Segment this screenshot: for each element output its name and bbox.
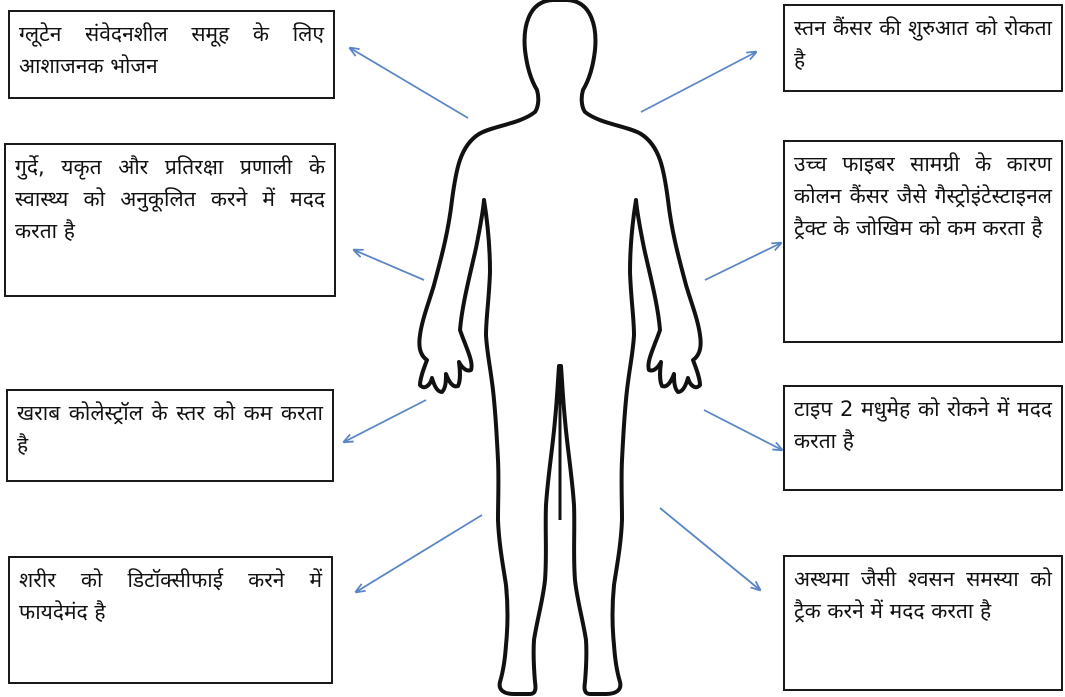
benefit-box-kidney-liver-immune: गुर्दे, यकृत और प्रतिरक्षा प्रणाली के स्…: [4, 143, 336, 297]
benefit-box-breast-cancer: स्तन कैंसर की शुरुआत को रोकता है: [783, 4, 1063, 92]
arrow-icon: [344, 400, 426, 442]
arrow-icon: [705, 243, 781, 280]
arrow-icon: [350, 48, 468, 118]
benefit-box-gluten: ग्लूटेन संवेदनशील समूह के लिए आशाजनक भोज…: [8, 10, 335, 99]
arrow-icon: [356, 515, 482, 592]
arrow-icon: [354, 250, 424, 280]
benefit-box-detox: शरीर को डिटॉक्सीफाई करने में फायदेमंद है: [8, 556, 333, 684]
arrow-icon: [704, 410, 782, 450]
benefit-box-cholesterol: खराब कोलेस्ट्रॉल के स्तर को कम करता है: [6, 389, 334, 482]
benefit-box-asthma: अस्थमा जैसी श्वसन समस्या को ट्रैक करने म…: [783, 555, 1063, 691]
arrow-icon: [660, 508, 760, 590]
arrow-icon: [641, 52, 756, 112]
benefit-box-diabetes: टाइप 2 मधुमेह को रोकने में मदद करता है: [783, 385, 1063, 491]
benefit-box-colon-cancer: उच्च फाइबर सामग्री के कारण कोलन कैंसर जै…: [783, 140, 1063, 343]
